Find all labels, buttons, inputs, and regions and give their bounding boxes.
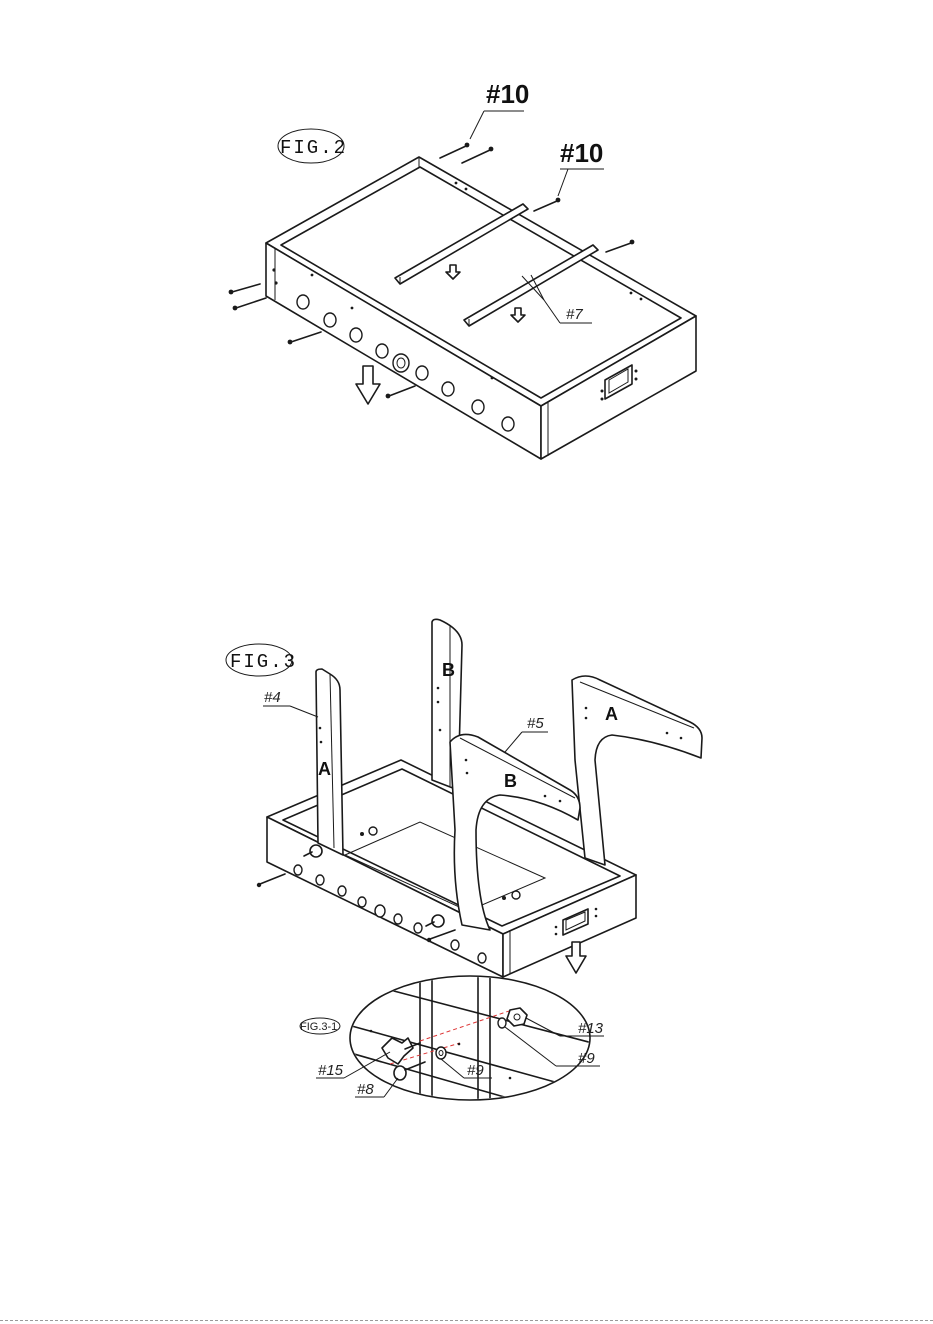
screw-icon — [233, 298, 266, 310]
fig2-diagram: FIG.2 — [229, 79, 696, 459]
fig3-1-label-washer-back: #9 — [578, 1050, 595, 1067]
fig2-label-screw-top-right: #10 — [560, 138, 603, 168]
screw-icon — [534, 198, 560, 211]
fig3-1-detail-ellipse — [350, 976, 590, 1100]
fig3-1-knob-15-icon — [382, 1038, 420, 1064]
fig3-1-label-washer-front: #9 — [467, 1062, 484, 1079]
fig3-1-label-nut: #13 — [578, 1020, 604, 1037]
screw-icon — [606, 240, 634, 252]
fig3-1-washer-back-icon — [498, 1018, 506, 1028]
fig3-1-nut-13-icon — [507, 1008, 527, 1026]
fig3-letter-b-front: B — [504, 771, 517, 791]
fig3-letter-a-left: A — [318, 759, 331, 779]
fig3-1-label-knob: #15 — [318, 1062, 344, 1079]
fig3-label-leg-a: #4 — [264, 689, 281, 706]
fig3-title: FIG.3 — [230, 651, 297, 673]
fig3-1-label-bolt: #8 — [357, 1081, 374, 1098]
fig3-1-washer-front-icon — [436, 1043, 460, 1059]
fig3-letter-a-right: A — [605, 704, 618, 724]
fig3-leg-a-right: A — [572, 676, 702, 865]
fig2-title: FIG.2 — [280, 137, 347, 159]
screw-icon — [462, 147, 493, 163]
fig3-leg-a-left: A — [316, 669, 343, 855]
screw-icon — [288, 332, 321, 344]
fig2-label-rod: #7 — [566, 306, 583, 323]
fig2-label-screw-top-left: #10 — [486, 79, 529, 109]
fig3-letter-b-back: B — [442, 660, 455, 680]
fig3-label-leg-b: #5 — [527, 715, 544, 732]
fig3-diagram: FIG.3 — [226, 619, 702, 977]
screw-icon — [386, 386, 415, 398]
page-bottom-divider — [0, 1320, 933, 1321]
screw-icon — [257, 874, 285, 887]
screw-icon — [229, 284, 260, 294]
fig2-big-down-arrow-icon — [356, 366, 380, 404]
screw-icon — [440, 143, 469, 158]
fig3-1-detail: FIG.3-1 #15 #8 #9 #9 #13 — [300, 975, 620, 1130]
